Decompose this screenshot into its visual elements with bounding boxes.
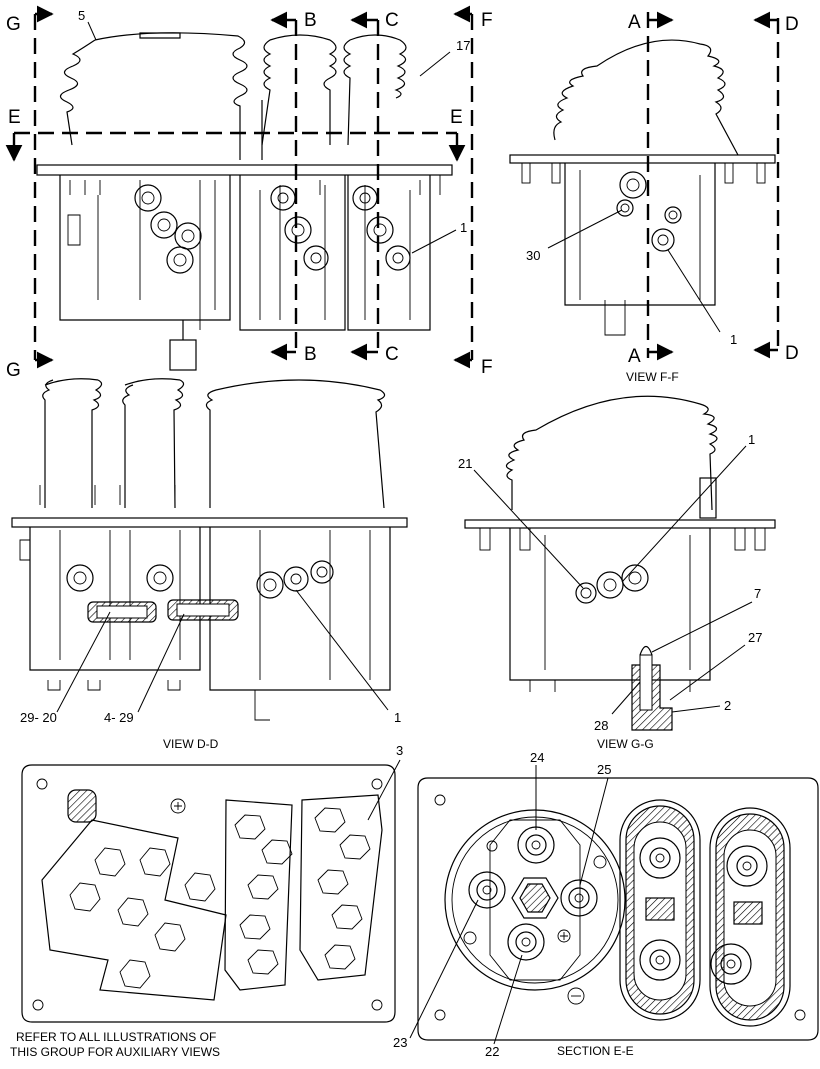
caption-view-gg: VIEW G-G — [597, 737, 654, 751]
callout-27: 27 — [748, 630, 762, 645]
callout-3: 3 — [396, 743, 403, 758]
caption-view-ff: VIEW F-F — [626, 370, 679, 384]
section-ee-labels: 24 25 23 22 SECTION E-E — [393, 750, 634, 1059]
callout-25: 25 — [597, 762, 611, 777]
marker-c-bottom: C — [385, 344, 399, 365]
section-ee — [409, 765, 819, 1045]
gasket-plate-labels: 3 REFER TO ALL ILLUSTRATIONS OF THIS GRO… — [10, 743, 403, 1059]
callout-28: 28 — [594, 718, 608, 733]
note-line-2: THIS GROUP FOR AUXILIARY VIEWS — [10, 1045, 220, 1059]
marker-a-bottom: A — [628, 346, 641, 367]
marker-f-top: F — [481, 10, 493, 31]
marker-b-top: B — [304, 10, 317, 31]
marker-e-right: E — [450, 107, 463, 128]
caption-view-dd: VIEW D-D — [163, 737, 219, 751]
callout-1-ff: 1 — [730, 332, 737, 347]
callout-29-20: 29- 20 — [20, 710, 57, 725]
view-dd — [11, 378, 408, 721]
marker-d-top: D — [785, 14, 799, 35]
marker-e-left: E — [8, 107, 21, 128]
callout-7: 7 — [754, 586, 761, 601]
callout-23: 23 — [393, 1035, 407, 1050]
callout-24: 24 — [530, 750, 544, 765]
callout-1-gg: 1 — [748, 432, 755, 447]
marker-g-top: G — [6, 14, 21, 35]
marker-c-top: C — [385, 10, 399, 31]
marker-b-bottom: B — [304, 344, 317, 365]
marker-d-bottom: D — [785, 343, 799, 364]
note-line-1: REFER TO ALL ILLUSTRATIONS OF — [16, 1030, 216, 1044]
callout-1-dd: 1 — [394, 710, 401, 725]
callout-5: 5 — [78, 8, 85, 23]
view-gg — [464, 395, 776, 731]
main-view — [5, 5, 474, 371]
callout-21: 21 — [458, 456, 472, 471]
main-view-labels: G G B B C C F F E E 5 17 1 — [6, 8, 493, 381]
callout-2: 2 — [724, 698, 731, 713]
view-gg-labels: 21 1 7 27 28 2 VIEW G-G — [458, 432, 762, 751]
callout-30: 30 — [526, 248, 540, 263]
callout-17: 17 — [456, 38, 470, 53]
marker-g-bottom: G — [6, 360, 21, 381]
callout-1-main: 1 — [460, 220, 467, 235]
caption-section-ee: SECTION E-E — [557, 1044, 634, 1058]
callout-22: 22 — [485, 1044, 499, 1059]
callout-4-29: 4- 29 — [104, 710, 134, 725]
marker-a-top: A — [628, 12, 641, 33]
view-ff-labels: A A D D 30 1 VIEW F-F — [526, 12, 799, 384]
view-dd-labels: 29- 20 4- 29 1 VIEW D-D — [20, 710, 401, 751]
marker-f-bottom: F — [481, 357, 493, 378]
gasket-plate-view — [21, 759, 401, 1023]
view-ff — [509, 11, 780, 361]
